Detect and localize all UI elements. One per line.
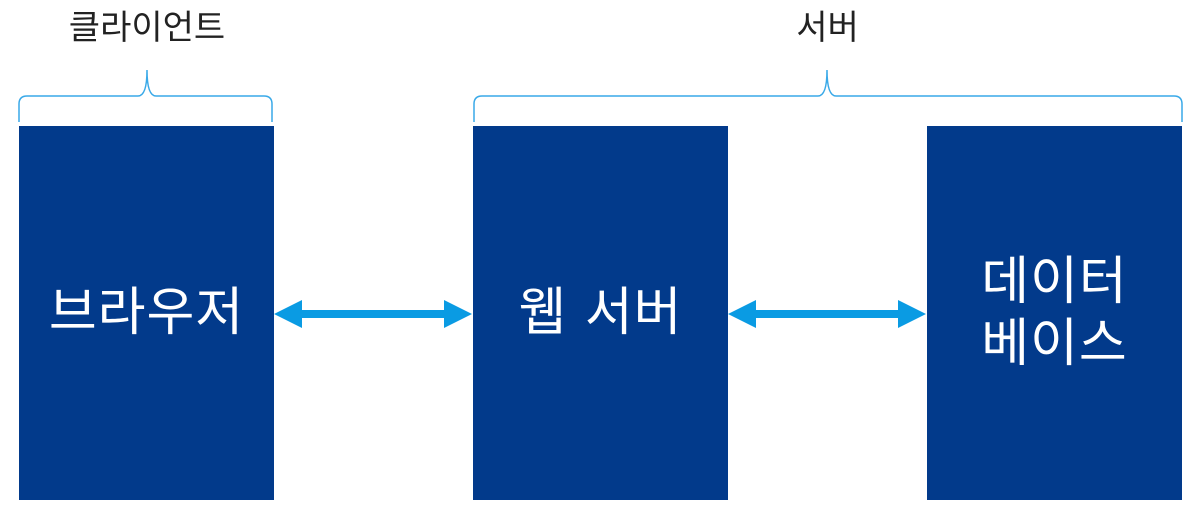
browser-label: 브라우저 (48, 283, 245, 343)
web-server-box: 웹 서버 (473, 126, 728, 500)
database-box: 데이터 베이스 (927, 126, 1182, 500)
web-server-label: 웹 서버 (518, 283, 683, 343)
browser-webserver-arrow (274, 300, 472, 328)
client-group-label: 클라이언트 (68, 8, 226, 48)
server-group-label: 서버 (796, 8, 859, 48)
browser-box: 브라우저 (19, 126, 274, 500)
server-group-brace (473, 69, 1183, 122)
group-braces (18, 69, 1183, 122)
webserver-database-arrow (728, 300, 926, 328)
client-group-brace (18, 69, 273, 122)
database-label: 데이터 베이스 (981, 252, 1128, 374)
